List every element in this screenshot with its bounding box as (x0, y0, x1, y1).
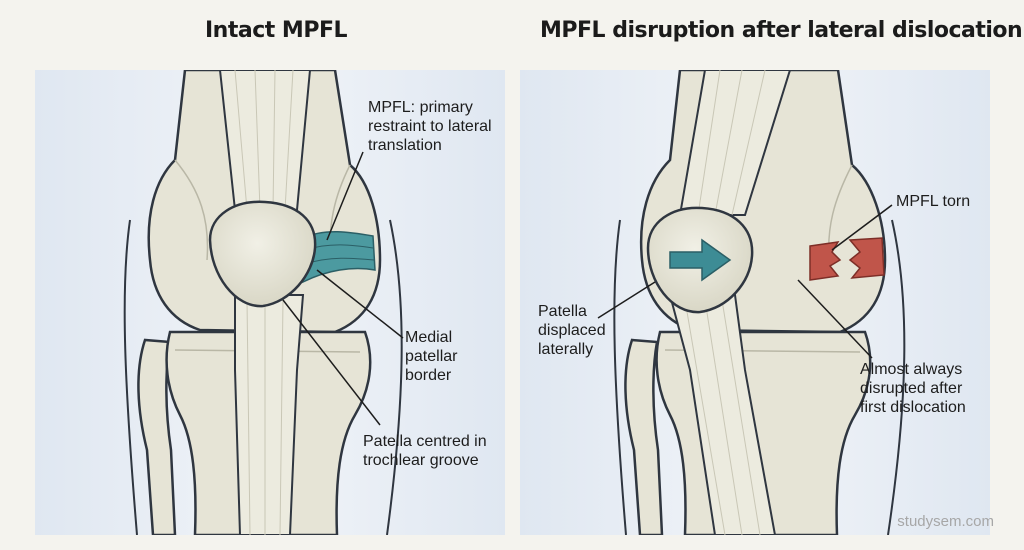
label-patella-centred: Patella centred in trochlear groove (363, 433, 487, 469)
knee-intact-illustration (35, 70, 505, 535)
mpfl-torn-ligament-lateral (848, 237, 885, 279)
title-mpfl-disruption: MPFL disruption after lateral dislocatio… (540, 18, 1023, 43)
leader-mpfl-torn (831, 204, 893, 251)
quadriceps-tendon (218, 70, 312, 211)
label-patella-displaced: Patella displaced laterally (538, 303, 606, 358)
mpfl-intact-ligament (302, 230, 376, 284)
fibula-bone (624, 338, 664, 535)
knee-dislocated-illustration (520, 70, 990, 535)
lateral-displacement-arrow (669, 238, 732, 282)
quadriceps-tendon (678, 70, 792, 216)
panel-intact: MPFL: primary restraint to lateral trans… (35, 70, 505, 535)
panel-disrupted: MPFL torn Patella displaced laterally Al… (520, 70, 990, 535)
patella-centred (208, 200, 317, 308)
label-mpfl-restraint: MPFL: primary restraint to lateral trans… (368, 99, 492, 154)
leader-displaced (597, 281, 656, 319)
patellar-tendon (234, 294, 305, 535)
label-mpfl-torn: MPFL torn (896, 193, 971, 210)
leader-medial-border (316, 269, 404, 339)
label-medial-patellar-border: Medial patellar border (405, 329, 458, 384)
label-disrupted-first-dislocation: Almost always disrupted after first disl… (860, 361, 966, 416)
title-intact-mpfl: Intact MPFL (205, 18, 348, 43)
leader-disrupted (797, 279, 873, 359)
leader-centred (282, 299, 381, 426)
leader-mpfl (326, 151, 364, 241)
watermark: studysem.com (897, 513, 994, 530)
mpfl-torn-ligament-medial (809, 241, 842, 281)
